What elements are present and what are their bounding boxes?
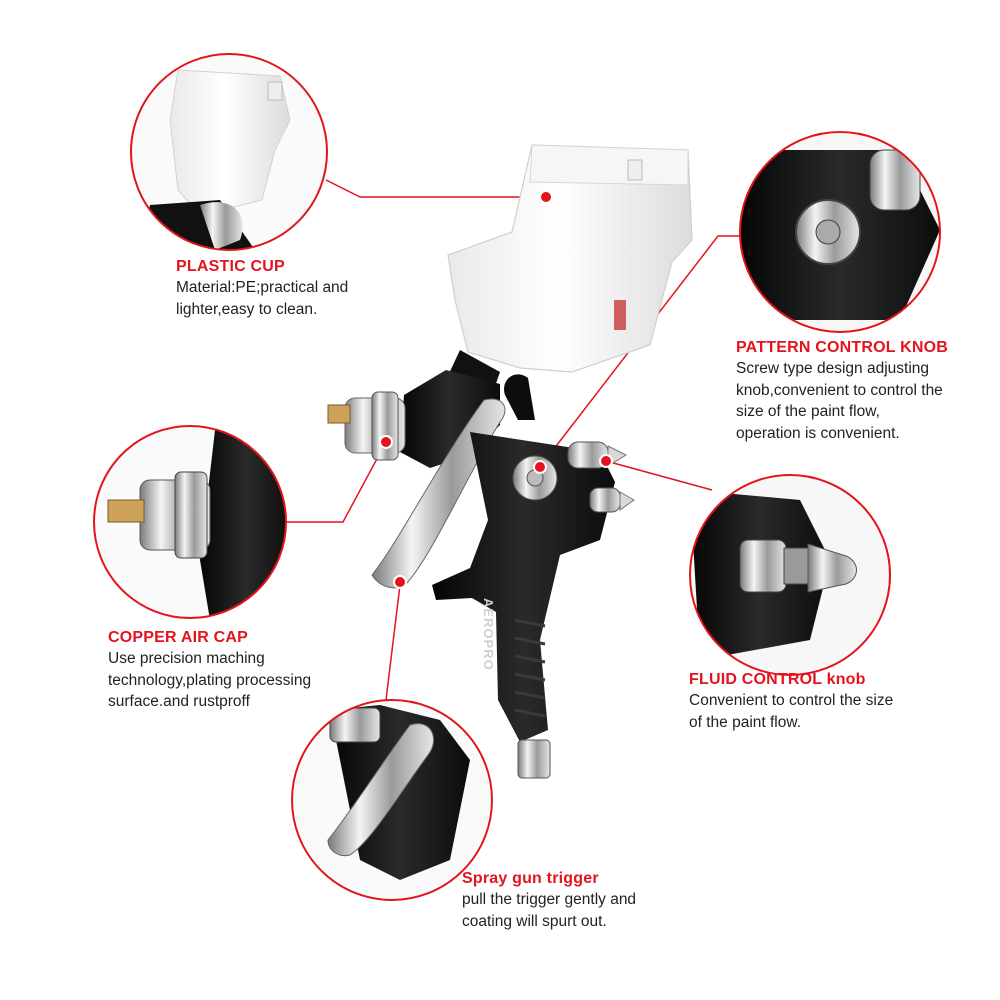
callout-desc-line: technology,plating processing <box>108 671 312 689</box>
callout-copper-air-cap: COPPER AIR CAP Use precision maching tec… <box>108 628 311 713</box>
detail-circle-fluid-knob <box>689 474 891 676</box>
leader-fluid <box>605 460 713 491</box>
marker-dot-cup <box>539 190 553 204</box>
detail-circle-air-cap <box>93 425 287 619</box>
leader-lines <box>283 179 742 701</box>
callout-markers <box>379 190 613 589</box>
callout-spray-gun-trigger: Spray gun trigger pull the trigger gentl… <box>462 869 636 932</box>
callout-desc-line: Screw type design adjusting <box>736 360 930 377</box>
marker-dot-air-cap <box>379 435 393 449</box>
callout-desc-line: knob,convenient to control the <box>736 381 943 399</box>
marker-dot-trigger <box>393 575 407 589</box>
callout-desc-line: surface.and rustproff <box>108 693 250 710</box>
brand-label: AEROPRO <box>481 598 496 671</box>
spray-gun-main <box>327 144 693 779</box>
detail-circle-cup <box>130 53 328 251</box>
leader-pattern <box>539 235 742 468</box>
callout-desc-line: lighter,easy to clean. <box>176 300 318 318</box>
leader-aircap <box>283 441 387 523</box>
callout-plastic-cup: PLASTIC CUP Material:PE;practical and li… <box>176 257 348 320</box>
marker-dot-pattern <box>533 460 547 474</box>
callout-title: Spray gun trigger <box>462 870 599 887</box>
callout-fluid-control-knob: FLUID CONTROL knob Convenient to control… <box>689 670 893 733</box>
callout-desc-line: coating will spurt out. <box>462 912 607 930</box>
callout-desc-line: pull the trigger gently and <box>462 891 637 908</box>
detail-circle-trigger <box>291 699 493 901</box>
callout-desc-line: of the paint flow. <box>689 713 802 731</box>
callout-desc-line: Convenient to control the size <box>689 692 894 709</box>
callout-pattern-control-knob: PATTERN CONTROL KNOB Screw type design a… <box>736 338 948 444</box>
marker-dot-fluid <box>599 454 613 468</box>
leader-trigger <box>385 584 401 701</box>
leader-cup <box>325 179 546 198</box>
detail-circle-pattern-knob <box>739 131 941 333</box>
callout-title: FLUID CONTROL knob <box>689 671 866 688</box>
callout-desc-line: Use precision maching <box>108 650 265 667</box>
callout-title: PATTERN CONTROL KNOB <box>736 339 948 356</box>
callout-desc-line: operation is convenient. <box>736 424 900 442</box>
callout-desc-line: Material:PE;practical and <box>176 279 349 296</box>
callout-title: COPPER AIR CAP <box>108 629 249 646</box>
callout-desc-line: size of the paint flow, <box>736 403 880 420</box>
callout-title: PLASTIC CUP <box>176 258 285 275</box>
